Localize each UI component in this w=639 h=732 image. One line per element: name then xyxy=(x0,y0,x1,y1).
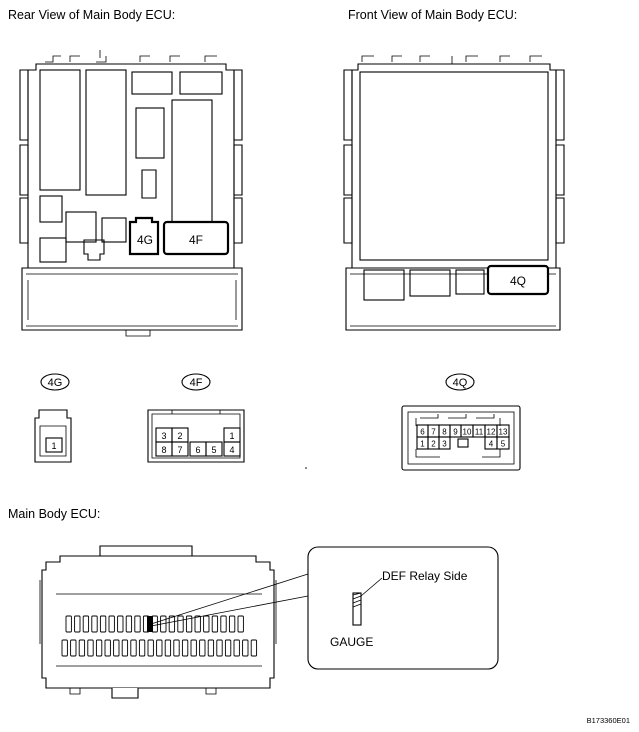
4q-pin-11: 11 xyxy=(475,428,484,437)
main-body-pin-slot xyxy=(104,639,111,657)
4f-pin-1: 1 xyxy=(229,431,234,441)
rear-4g-label: 4G xyxy=(137,233,153,247)
def-relay-side-label: DEF Relay Side xyxy=(382,569,468,583)
rear-view-heading: Rear View of Main Body ECU: xyxy=(8,8,176,22)
main-body-ecu-heading: Main Body ECU: xyxy=(8,507,101,521)
main-body-pin-slot xyxy=(138,639,146,657)
connector-4f xyxy=(147,409,245,463)
main-body-pin-slot xyxy=(87,639,94,657)
main-body-pin-slot xyxy=(211,615,219,633)
main-body-pin-slot xyxy=(147,639,154,657)
4q-pin-9: 9 xyxy=(453,428,458,437)
main-body-pin-slot xyxy=(199,639,206,657)
main-body-pin-slot xyxy=(250,639,258,657)
gauge-label: GAUGE xyxy=(330,635,373,649)
main-body-pin-slot xyxy=(113,639,120,657)
main-body-pin-slot xyxy=(156,639,163,657)
main-body-pin-slot xyxy=(78,639,86,657)
main-body-pin-slot xyxy=(203,615,210,633)
4g-pin-1: 1 xyxy=(51,441,56,451)
main-body-pin-slot xyxy=(95,639,103,657)
main-body-pin-slot xyxy=(61,639,68,657)
main-body-pin-slot xyxy=(190,639,197,657)
main-body-pin-slot xyxy=(65,615,72,633)
main-body-pin-slot xyxy=(130,639,137,657)
figure-id: B173360E01 xyxy=(587,716,630,725)
main-body-pin-slot xyxy=(224,639,232,657)
main-body-pin-slot xyxy=(121,639,129,657)
4f-pin-2: 2 xyxy=(177,431,182,441)
main-body-pin-slot xyxy=(125,615,133,633)
oval-4g-label: 4G xyxy=(48,377,63,389)
callout-lines xyxy=(150,573,309,627)
main-body-pin-slot xyxy=(242,639,249,657)
rear-4f-label: 4F xyxy=(189,233,203,247)
connector-label-ovals xyxy=(40,373,475,391)
main-body-pin-slot xyxy=(108,615,115,633)
4q-pin-8: 8 xyxy=(442,428,447,437)
callout-pin-detail xyxy=(352,577,383,626)
4q-pin-6: 6 xyxy=(420,428,425,437)
main-body-pin-slot xyxy=(99,615,107,633)
main-body-pin-slot xyxy=(181,639,189,657)
4q-pin-7: 7 xyxy=(431,428,436,437)
oval-4q-label: 4Q xyxy=(453,377,468,389)
4q-pin-13: 13 xyxy=(499,428,508,437)
main-body-pin-slot xyxy=(177,615,184,633)
main-body-pin-slot xyxy=(82,615,90,633)
4q-pin-1: 1 xyxy=(420,440,425,449)
front-view-heading: Front View of Main Body ECU: xyxy=(348,8,518,22)
callout-box xyxy=(307,546,499,670)
4f-pin-7: 7 xyxy=(177,445,182,455)
main-body-pin-slot xyxy=(70,639,77,657)
front-4q-label: 4Q xyxy=(510,274,526,288)
4f-pin-8: 8 xyxy=(161,445,166,455)
main-body-pin-slot xyxy=(74,615,81,633)
main-body-pin-slot xyxy=(185,615,193,633)
main-body-pin-slot xyxy=(228,615,236,633)
4f-pin-3: 3 xyxy=(161,431,166,441)
oval-4f-label: 4F xyxy=(190,377,203,389)
rear-view-ecu xyxy=(19,50,243,337)
4q-pin-3: 3 xyxy=(442,440,447,449)
main-body-pin-slot xyxy=(117,615,124,633)
gauge-pin-highlight xyxy=(147,616,153,632)
main-body-pin-slot xyxy=(91,615,98,633)
front-view-ecu xyxy=(343,55,565,331)
main-body-pin-slot xyxy=(207,639,215,657)
main-body-pin-slot xyxy=(233,639,240,657)
4q-pin-5: 5 xyxy=(501,440,506,449)
4f-pin-6: 6 xyxy=(195,445,200,455)
main-body-pin-slot xyxy=(168,615,176,633)
connector-4g xyxy=(34,409,72,463)
main-body-pin-slot xyxy=(194,615,201,633)
4f-pin-5: 5 xyxy=(211,445,216,455)
main-body-pin-slot xyxy=(173,639,180,657)
main-body-pin-slot xyxy=(216,639,223,657)
4f-pin-4: 4 xyxy=(229,445,234,455)
4q-pin-2: 2 xyxy=(431,440,436,449)
4q-pin-4: 4 xyxy=(489,440,494,449)
connector-4q xyxy=(401,405,521,471)
4q-pin-12: 12 xyxy=(487,428,496,437)
4q-pin-10: 10 xyxy=(463,428,472,437)
main-body-pin-slot xyxy=(237,615,244,633)
main-body-pin-slot xyxy=(164,639,172,657)
main-body-pin-slot xyxy=(220,615,227,633)
main-body-pin-slot xyxy=(134,615,141,633)
